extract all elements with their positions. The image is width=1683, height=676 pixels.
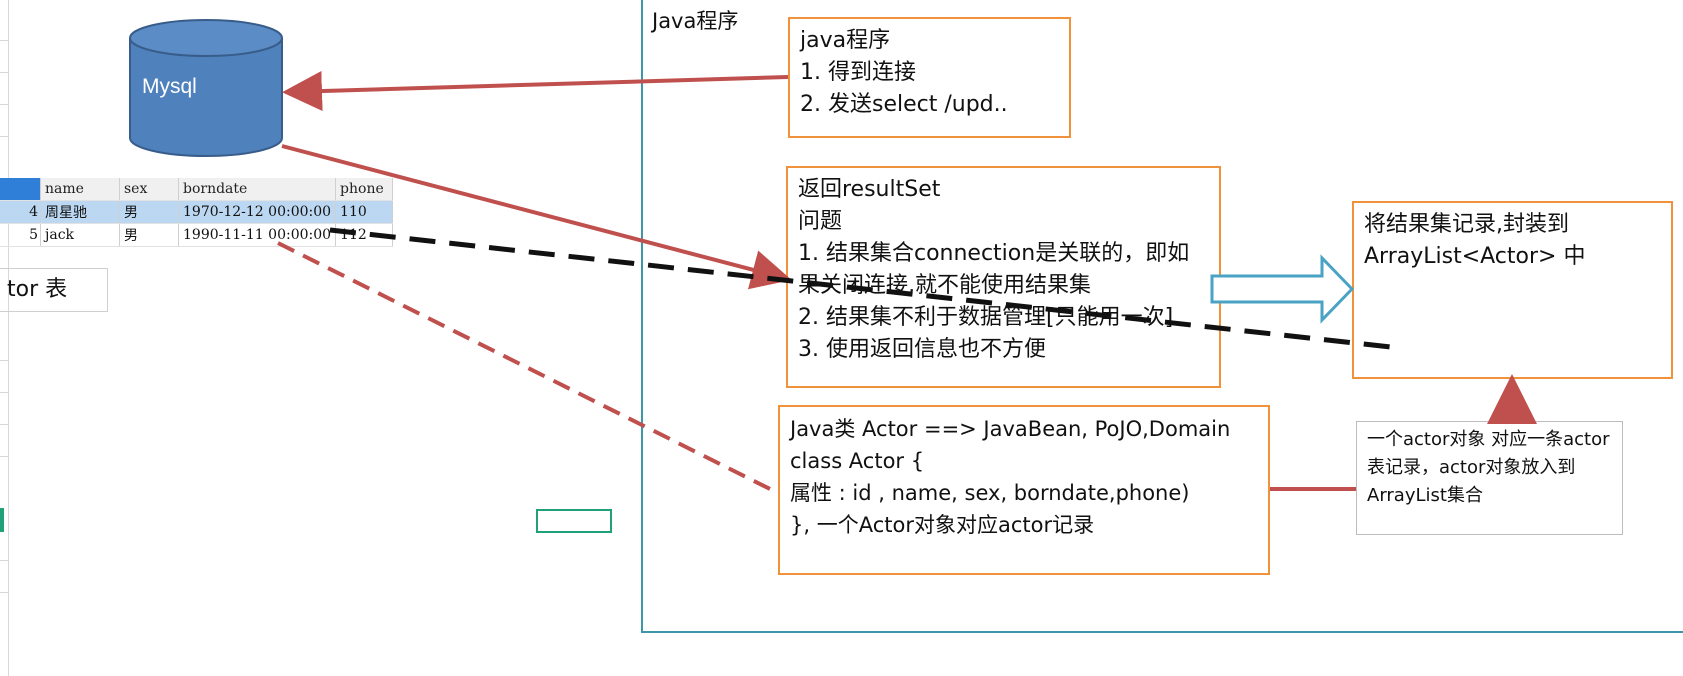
sheet-gridline <box>0 392 8 393</box>
mysql-database-icon: Mysql <box>129 19 283 157</box>
box-line: 返回resultSet <box>798 177 941 202</box>
arraylist-box: 将结果集记录,封装到 ArrayList<Actor> 中 <box>1352 201 1673 379</box>
table-header-row: name sex borndate phone <box>0 178 394 201</box>
box-line: 2. 结果集不利于数据管理[只能用一次] <box>798 305 1174 330</box>
table-cell: 周星驰 <box>40 200 120 224</box>
box-line: 属性 : id , name, sex, borndate,phone) <box>790 481 1190 505</box>
note-line: 表记录，actor对象放入到 <box>1367 457 1576 478</box>
table-cell: 110 <box>335 200 394 224</box>
db-cylinder-top <box>129 19 283 57</box>
header-cell: phone <box>335 178 394 201</box>
box-line: java程序 <box>800 28 891 53</box>
box-line: ArrayList<Actor> 中 <box>1364 244 1586 269</box>
header-cell: name <box>40 178 120 201</box>
resultset-box: 返回resultSet 问题 1. 结果集合connection是关联的，即如 … <box>786 166 1221 388</box>
table-cell: 1970-12-12 00:00:00 <box>178 200 337 224</box>
table-cell: 男 <box>119 223 179 247</box>
sheet-gridline <box>0 592 8 593</box>
box-line: 将结果集记录,封装到 <box>1364 212 1569 237</box>
sheet-gridline <box>0 72 8 73</box>
note-line: 一个actor对象 对应一条actor <box>1367 429 1610 450</box>
box-line: 1. 结果集合connection是关联的，即如 <box>798 241 1190 266</box>
selected-cell[interactable] <box>536 509 612 533</box>
box-line: Java类 Actor ==> JavaBean, PoJO,Domain <box>790 417 1231 441</box>
actor-class-box: Java类 Actor ==> JavaBean, PoJO,Domain cl… <box>778 405 1270 575</box>
cell-selection-mark <box>0 508 4 532</box>
sheet-gridline <box>0 40 8 41</box>
sheet-gridline <box>0 456 8 457</box>
header-cell: sex <box>119 178 179 201</box>
db-cylinder-body <box>129 38 283 157</box>
table-cell: 112 <box>335 223 394 247</box>
box-line: 问题 <box>798 209 843 234</box>
table-cell: 男 <box>119 200 179 224</box>
sheet-gridline <box>0 424 8 425</box>
table-cell: jack <box>40 223 120 247</box>
box-line: }, 一个Actor对象对应actor记录 <box>790 513 1095 537</box>
header-cell <box>0 178 41 201</box>
sheet-gridline <box>0 136 8 137</box>
db-label: Mysql <box>142 75 197 98</box>
java-program-box: java程序 1. 得到连接 2. 发送select /upd.. <box>788 17 1071 138</box>
actor-table-caption: tor 表 <box>0 268 108 312</box>
table-row[interactable]: 5 jack 男 1990-11-11 00:00:00 112 <box>0 223 394 247</box>
sheet-edge <box>8 0 9 676</box>
table-row[interactable]: 4 周星驰 男 1970-12-12 00:00:00 110 <box>0 200 394 224</box>
box-line: class Actor { <box>790 449 925 473</box>
note-line: ArrayList集合 <box>1367 485 1483 506</box>
table-cell: 5 <box>0 223 41 247</box>
frame-label: Java程序 <box>652 9 739 33</box>
sheet-gridline <box>0 360 8 361</box>
actor-data-table: name sex borndate phone 4 周星驰 男 1970-12-… <box>0 178 394 247</box>
table-cell: 4 <box>0 200 41 224</box>
box-line: 1. 得到连接 <box>800 60 916 85</box>
note-box: 一个actor对象 对应一条actor 表记录，actor对象放入到 Array… <box>1356 421 1623 535</box>
table-cell: 1990-11-11 00:00:00 <box>178 223 337 247</box>
sheet-gridline <box>0 104 8 105</box>
header-cell: borndate <box>178 178 337 201</box>
sheet-gridline <box>0 560 8 561</box>
box-line: 果关闭连接,就不能使用结果集 <box>798 273 1091 298</box>
box-line: 2. 发送select /upd.. <box>800 92 1008 117</box>
box-line: 3. 使用返回信息也不方便 <box>798 337 1046 362</box>
